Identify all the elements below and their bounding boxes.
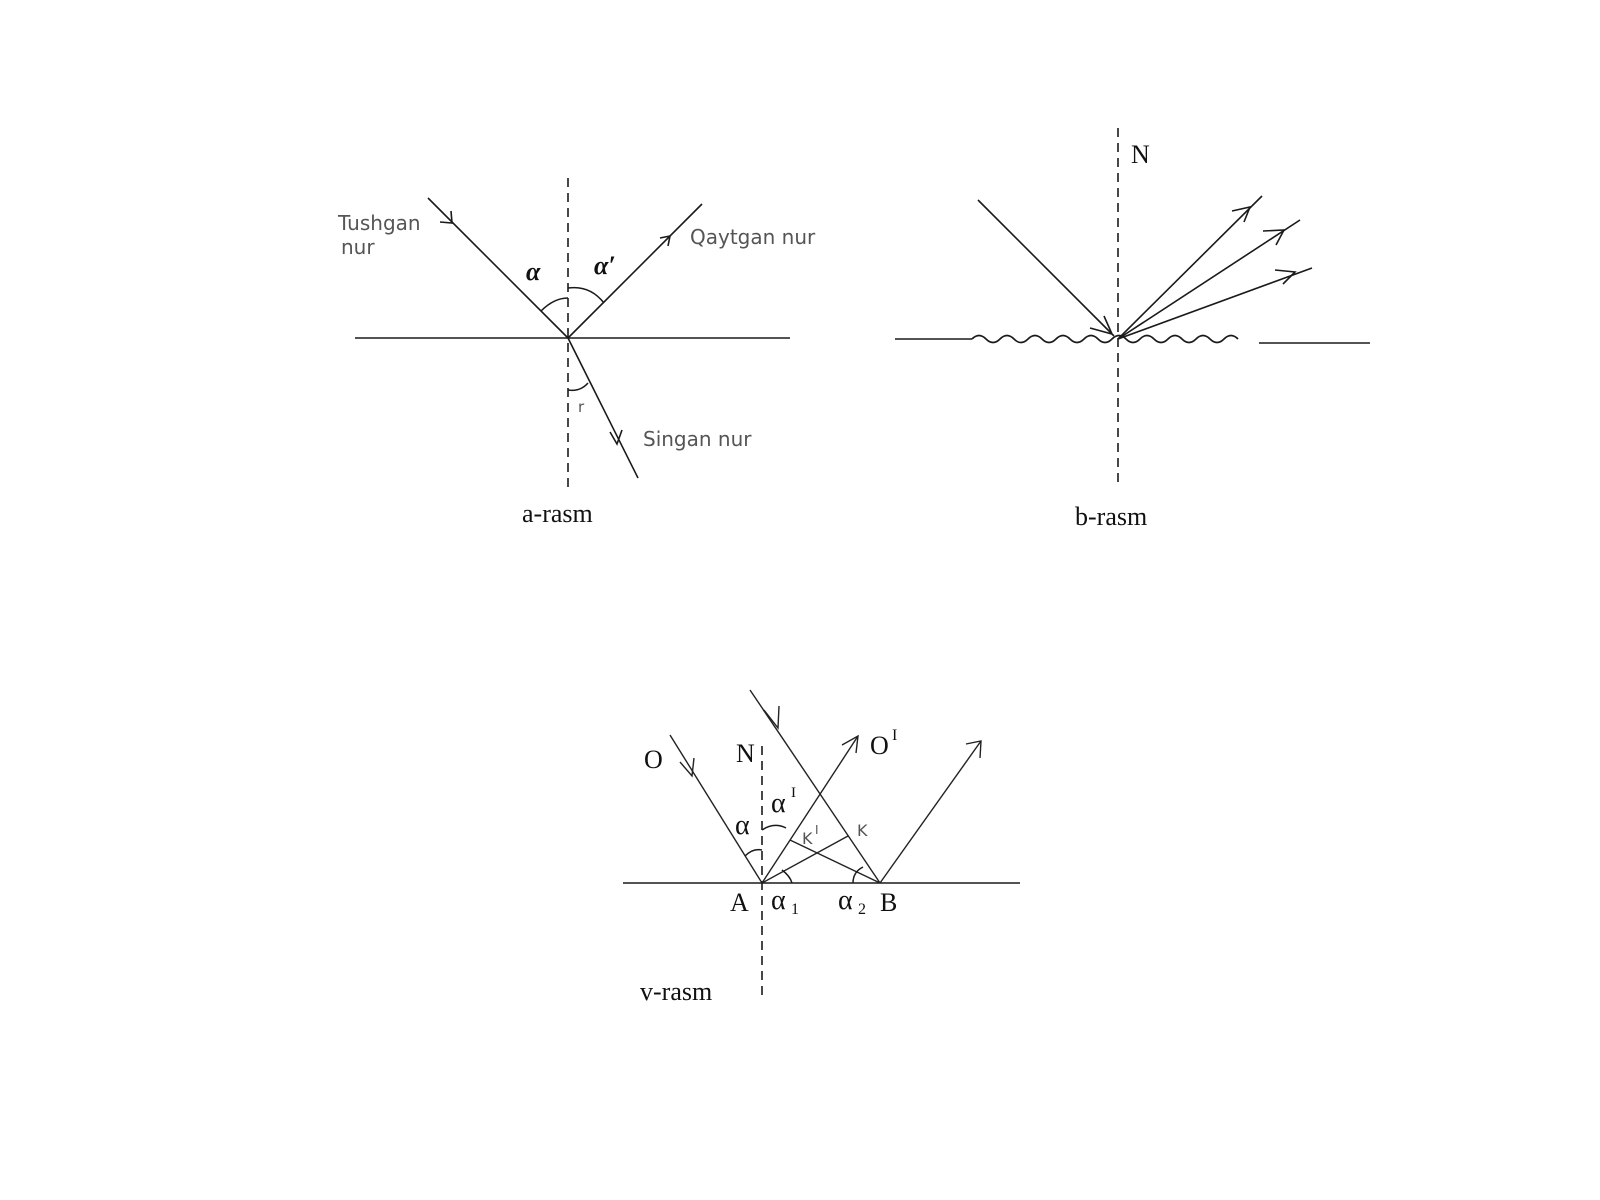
fig-a-arc-incidence [540,297,569,312]
fig-a-incident-label-1: Tushgan [337,211,421,235]
fig-a-refracted-label: Singan nur [643,427,752,451]
fig-v-label-N: N [736,739,755,768]
fig-v-caption: v-rasm [640,977,712,1006]
fig-v-incident-ray-B [749,689,881,884]
fig-v-incident-arrow-OA [679,757,695,778]
fig-v-label-A: A [730,888,749,917]
fig-a-refracted-ray [567,337,639,479]
fig-v-incident-ray-OA [669,734,763,884]
fig-v-angle-alpha-2-sub: 2 [858,901,866,918]
fig-v-reflected-arrow-A [841,734,859,754]
fig-b-scatter-ray-2 [1117,219,1301,340]
figure-v: O O I N α α I K I K A B α 1 α 2 v-rasm [623,689,1020,1006]
fig-v-arc-alpha-2 [852,866,864,884]
fig-a-angle-refraction: r [578,398,585,416]
fig-v-label-K-prime-mark: I [815,823,819,837]
fig-b-scatter-ray-1 [1117,195,1263,340]
fig-v-label-O-prime: O [870,731,889,760]
fig-b-normal-label: N [1131,140,1150,169]
fig-v-angle-alpha-1: α [771,885,786,916]
fig-v-angle-alpha-prime: α [771,788,786,819]
fig-b-scatter-arrow-1 [1231,205,1252,223]
fig-v-reflected-ray-A [761,735,859,884]
fig-v-label-B: B [880,888,897,917]
fig-v-label-K-prime: K [802,829,813,848]
fig-a-arc-reflection [567,286,605,304]
fig-v-wavefront-AK [761,835,849,884]
fig-v-reflected-arrow-B [965,740,982,759]
fig-a-reflected-label: Qaytgan nur [690,225,816,249]
fig-b-scatter-ray-3 [1117,267,1313,340]
fig-v-label-O: O [644,745,663,774]
fig-a-incident-arrow [439,210,453,224]
fig-v-arc-alpha-1 [781,869,793,884]
fig-b-scatter-arrow-2 [1262,229,1286,246]
fig-a-reflected-ray [567,203,703,339]
figure-b: N b-rasm [895,128,1370,531]
fig-b-incident-arrow [1089,315,1114,336]
fig-b-scatter-arrow-3 [1274,269,1297,285]
fig-a-angle-incidence: α [526,257,541,286]
figure-a: Tushgan nur Qaytgan nur Singan nur α α′ … [337,178,816,528]
fig-b-rough-surface [971,334,1239,344]
fig-v-arc-alpha-prime [761,824,787,831]
fig-a-incident-label-2: nur [341,235,375,259]
fig-v-label-K: K [857,821,868,840]
fig-a-angle-reflection: α′ [594,251,616,280]
fig-v-angle-alpha-2: α [838,885,853,916]
fig-v-wavefront-KprimeB [789,839,881,884]
fig-v-arc-alpha [744,848,763,857]
fig-b-caption: b-rasm [1075,502,1147,531]
fig-v-label-O-prime-mark: I [892,727,897,744]
fig-b-incident-ray [977,199,1115,337]
fig-a-refracted-arrow [609,429,623,446]
fig-v-reflected-ray-B [879,740,982,884]
fig-v-angle-alpha-1-sub: 1 [791,901,799,918]
fig-a-reflected-arrow [659,234,672,247]
fig-a-incident-ray [427,197,569,339]
fig-v-incident-arrow-B [763,705,780,730]
fig-v-angle-alpha: α [735,810,750,841]
fig-v-angle-alpha-prime-mark: I [791,785,796,801]
fig-a-arc-refraction [567,382,589,392]
fig-a-caption: a-rasm [522,499,593,528]
